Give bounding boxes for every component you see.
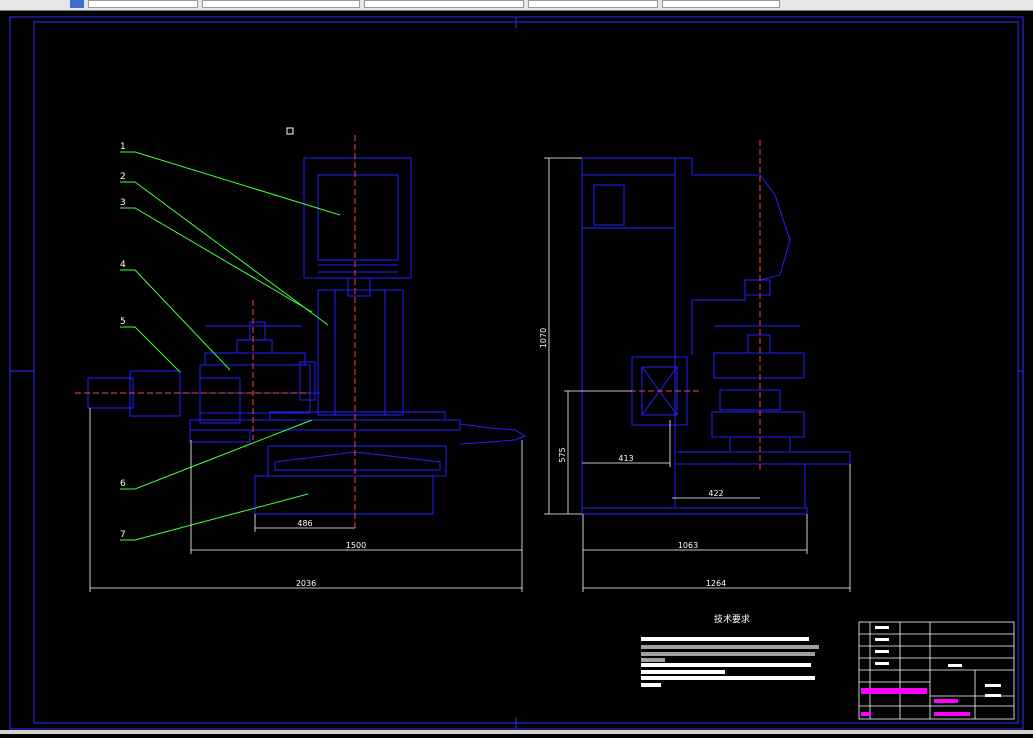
dim-1500: 1500 [346,541,366,550]
dim-1264: 1264 [706,579,726,588]
toolbar-dropdown-2[interactable] [202,0,360,8]
side-centerlines [630,140,761,470]
cad-drawing[interactable]: 1 2 3 4 5 6 7 486 1500 2036 [0,11,1033,734]
drawing-canvas[interactable]: 1 2 3 4 5 6 7 486 1500 2036 [0,11,1033,734]
notes-title: 技术要求 [714,613,750,625]
drawing-border [9,16,1024,730]
leader-label-4: 4 [120,260,126,270]
leader-labels: 1 2 3 4 5 6 7 [120,142,126,540]
front-dimension-text: 486 1500 2036 [296,519,366,588]
cursor-pickbox [286,127,294,135]
toolbar-dropdown-1[interactable] [88,0,198,8]
front-dimensions [89,408,523,592]
dim-1063: 1063 [678,541,698,550]
title-block-fills [861,626,1001,716]
toolbar-dropdown-5[interactable] [662,0,780,8]
leader-label-2: 2 [120,172,126,182]
toolbar-dropdown-3[interactable] [364,0,524,8]
title-block [858,621,1015,720]
side-dimensions [544,157,851,592]
front-centerlines [75,135,356,530]
dim-486: 486 [297,519,312,528]
front-view [87,157,527,515]
leader-label-5: 5 [120,317,126,327]
dim-1070: 1070 [539,328,548,348]
toolbar-dropdown-4[interactable] [528,0,658,8]
leader-label-7: 7 [120,530,126,540]
leader-lines [120,151,341,541]
side-dimension-text: 413 422 1063 1264 1070 575 [539,328,726,588]
notes-lines [641,637,819,687]
leader-label-3: 3 [120,198,126,208]
leader-label-1: 1 [120,142,126,152]
dim-2036: 2036 [296,579,316,588]
dim-575: 575 [558,447,567,462]
leader-label-6: 6 [120,479,126,489]
dim-413: 413 [618,454,633,463]
layer-icon[interactable] [70,0,84,8]
status-bar [0,730,1033,734]
dim-422: 422 [708,489,723,498]
cad-toolbar [0,0,1033,11]
